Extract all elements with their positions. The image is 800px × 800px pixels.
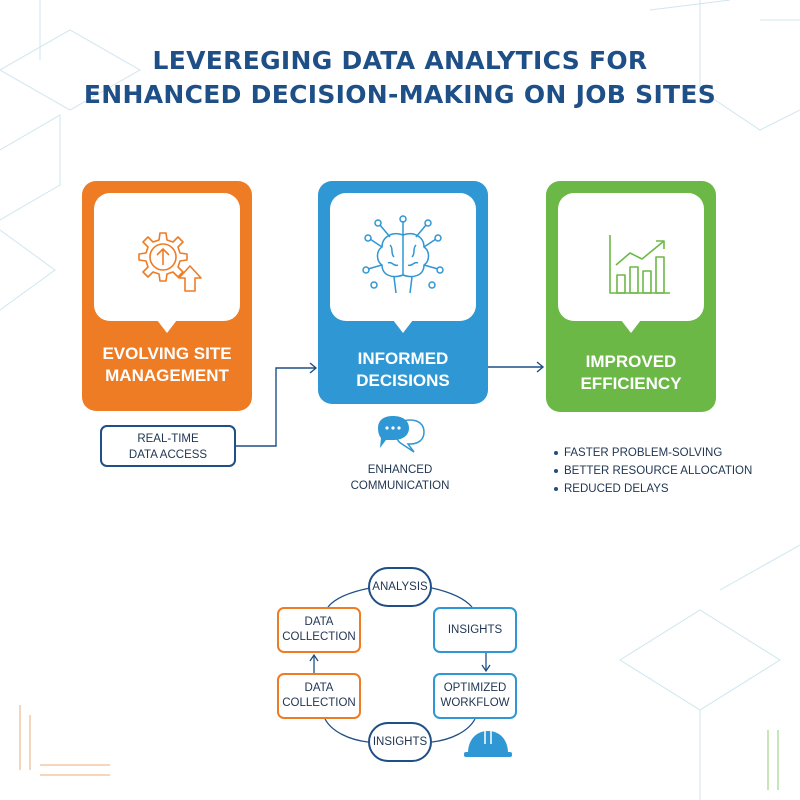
card-improved-efficiency: IMPROVED EFFICIENCY [546,181,716,412]
card-title: INFORMED DECISIONS [356,349,450,390]
cycle-node-data-collection-top: DATA COLLECTION [277,607,361,653]
benefit-item: BETTER RESOURCE ALLOCATION [552,462,752,480]
card-informed-decisions: INFORMED DECISIONS [318,181,488,404]
cycle-node-analysis: ANALYSIS [368,567,432,607]
card-title: IMPROVED EFFICIENCY [580,352,682,393]
real-time-data-access-box: REAL-TIME DATA ACCESS [100,425,236,467]
benefits-list: FASTER PROBLEM-SOLVING BETTER RESOURCE A… [552,444,752,498]
bar-chart-trend-icon [609,235,670,294]
card-icon-bubble [330,193,476,333]
card-icon-bubble [94,193,240,333]
cycle-node-optimized-workflow: OPTIMIZED WORKFLOW [433,673,517,719]
cycle-node-data-collection-bottom: DATA COLLECTION [277,673,361,719]
enhanced-communication-label: ENHANCED COMMUNICATION [350,464,450,492]
page-title: LEVEREGING DATA ANALYTICS FOR ENHANCED D… [83,46,717,109]
gear-upload-icon [138,232,202,292]
card-icon-bubble [558,193,704,333]
cycle-node-insights-right: INSIGHTS [433,607,517,653]
card-evolving-site-management: EVOLVING SITE MANAGEMENT [82,181,252,411]
benefit-item: FASTER PROBLEM-SOLVING [552,444,752,462]
benefit-item: REDUCED DELAYS [552,480,752,498]
brain-network-icon [362,215,444,294]
cycle-node-insights-bottom: INSIGHTS [368,722,432,762]
card-title: EVOLVING SITE MANAGEMENT [102,344,232,385]
